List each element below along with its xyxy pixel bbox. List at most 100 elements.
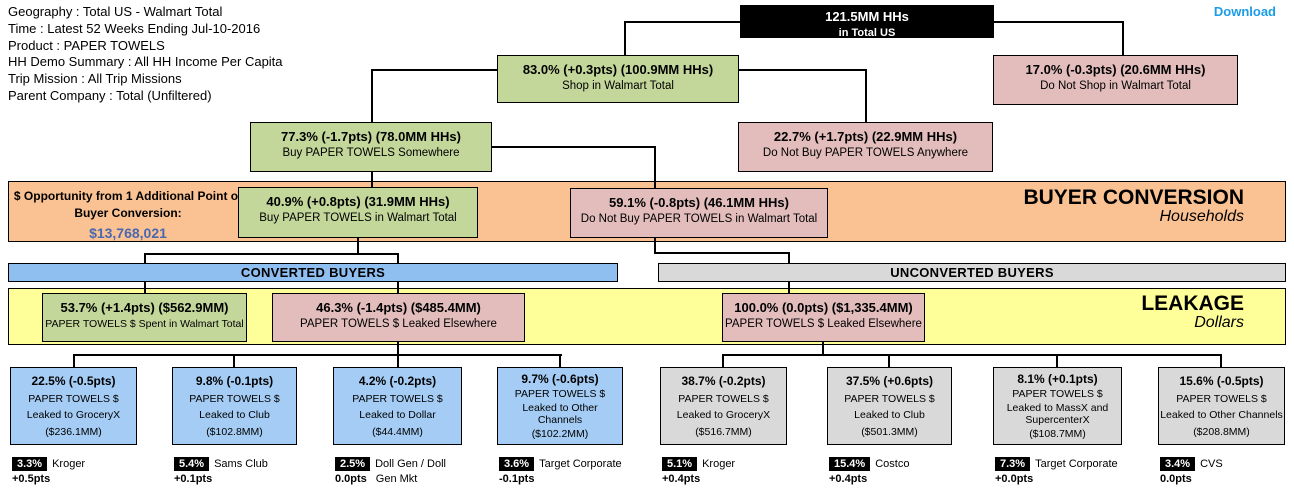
connector-line	[492, 146, 656, 148]
footnote-cvs: 3.4%CVS 0.0pts	[1160, 457, 1294, 485]
node-value: 77.3% (-1.7pts) (78.0MM HHs)	[281, 129, 461, 144]
retailer-share-badge: 15.4%	[829, 457, 871, 471]
retailer-name: Target Corporate	[1035, 458, 1118, 470]
leakage-subtitle: Dollars	[1194, 314, 1244, 331]
node-label: Do Not Buy PAPER TOWELS in Walmart Total	[580, 213, 818, 225]
node-value: 121.5MM HHs	[825, 9, 909, 24]
connector-line	[73, 354, 75, 367]
connector-line	[559, 354, 561, 367]
leak-share: 4.2% (-0.2pts)	[358, 374, 437, 389]
leakage-title: LEAKAGE	[1141, 292, 1244, 315]
leak-share: 9.8% (-0.1pts)	[195, 374, 274, 389]
retailer-share-badge: 7.3%	[995, 457, 1031, 471]
leak-share: 37.5% (+0.6pts)	[845, 374, 934, 389]
connector-line	[397, 253, 399, 263]
node-label: PAPER TOWELS $ Spent in Walmart Total	[45, 318, 244, 330]
node-leaked-converted: 46.3% (-1.4pts) ($485.4MM) PAPER TOWELS …	[272, 293, 525, 342]
filter-product: Product : PAPER TOWELS	[8, 37, 165, 53]
leak-destination: Leaked to Other Channels	[522, 402, 598, 426]
connector-line	[1122, 21, 1124, 55]
leak-product: PAPER TOWELS $	[1012, 388, 1103, 400]
leak-product: PAPER TOWELS $	[844, 392, 935, 405]
leak-share: 8.1% (+0.1pts)	[1017, 372, 1098, 386]
node-label: Do Not Buy PAPER TOWELS Anywhere	[762, 147, 969, 159]
leak-product: PAPER TOWELS $	[678, 392, 769, 405]
leak-box-unconverted-club: 37.5% (+0.6pts) PAPER TOWELS $ Leaked to…	[827, 367, 952, 445]
node-not-shop-walmart: 17.0% (-0.3pts) (20.6MM HHs) Do Not Shop…	[993, 55, 1238, 105]
leak-share: 38.7% (-0.2pts)	[681, 374, 766, 389]
leak-destination: Leaked to GroceryX	[26, 409, 121, 422]
leak-box-unconverted-other: 15.6% (-0.5pts) PAPER TOWELS $ Leaked to…	[1158, 367, 1285, 445]
node-value: 40.9% (+0.8pts) (31.9MM HHs)	[266, 194, 450, 209]
node-total-us: 121.5MM HHs in Total US	[740, 5, 994, 39]
retailer-name: Costco	[875, 458, 910, 470]
section-title-buyer-conversion: BUYER CONVERSION Households	[1023, 187, 1244, 225]
buyer-conversion-subtitle: Households	[1159, 208, 1245, 225]
footnote-target-unconverted: 7.3%Target Corporate +0.0pts	[995, 457, 1145, 485]
connector-line	[722, 354, 1222, 356]
connector-line	[654, 238, 656, 254]
leak-amount: ($516.7MM)	[695, 425, 752, 438]
retailer-share-badge: 3.3%	[12, 457, 48, 471]
node-buy-walmart: 40.9% (+0.8pts) (31.9MM HHs) Buy PAPER T…	[238, 187, 478, 238]
connector-line	[371, 69, 497, 71]
leak-box-converted-dollar: 4.2% (-0.2pts) PAPER TOWELS $ Leaked to …	[333, 367, 462, 445]
retailer-name: Kroger	[52, 458, 86, 470]
node-label: Do Not Shop in Walmart Total	[1040, 80, 1191, 92]
node-value: 83.0% (+0.3pts) (100.9MM HHs)	[522, 62, 714, 77]
node-not-buy-walmart: 59.1% (-0.8pts) (46.1MM HHs) Do Not Buy …	[570, 188, 828, 238]
filter-time: Time : Latest 52 Weeks Ending Jul-10-201…	[8, 20, 261, 36]
leak-amount: ($102.8MM)	[206, 425, 263, 438]
connector-line	[624, 21, 741, 23]
section-title-leakage: LEAKAGE Dollars	[1141, 293, 1244, 331]
node-not-buy-anywhere: 22.7% (+1.7pts) (22.9MM HHs) Do Not Buy …	[738, 122, 993, 172]
retailer-pts-change: +0.4pts	[662, 473, 701, 485]
retailer-share-badge: 5.1%	[662, 457, 698, 471]
connector-line	[1220, 354, 1222, 367]
unconverted-buyers-band: UNCONVERTED BUYERS	[658, 263, 1286, 282]
leak-box-converted-other: 9.7% (-0.6pts) PAPER TOWELS $ Leaked to …	[497, 367, 623, 445]
node-buy-somewhere: 77.3% (-1.7pts) (78.0MM HHs) Buy PAPER T…	[250, 122, 492, 172]
download-link[interactable]: Download	[1213, 4, 1276, 19]
connector-line	[357, 238, 359, 255]
retailer-share-badge: 3.6%	[499, 457, 535, 471]
connector-line	[73, 354, 562, 356]
retailer-name: Kroger	[702, 458, 736, 470]
retailer-pts-change: +0.1pts	[174, 473, 213, 485]
connector-line	[865, 69, 867, 122]
leak-amount: ($102.2MM)	[531, 428, 589, 440]
node-label: PAPER TOWELS $ Leaked Elsewhere	[300, 318, 497, 330]
connector-line	[788, 282, 790, 293]
connector-line	[144, 282, 146, 293]
leak-destination: Leaked to MassX and SupercenterX	[1006, 402, 1109, 426]
node-leaked-unconverted: 100.0% (0.0pts) ($1,335.4MM) PAPER TOWEL…	[722, 293, 925, 342]
opportunity-note: $ Opportunity from 1 Additional Point of…	[8, 188, 248, 241]
connector-line	[233, 354, 235, 367]
retailer-pts-change: +0.4pts	[829, 473, 868, 485]
leak-share: 22.5% (-0.5pts)	[31, 374, 116, 389]
leak-amount: ($236.1MM)	[45, 425, 102, 438]
filter-hh-demo: HH Demo Summary : All HH Income Per Capi…	[8, 54, 283, 70]
connector-line	[739, 69, 867, 71]
node-value: 53.7% (+1.4pts) ($562.9MM)	[60, 300, 229, 315]
opportunity-line1: $ Opportunity from 1 Additional Point of	[13, 189, 243, 203]
filter-trip-mission: Trip Mission : All Trip Missions	[8, 71, 182, 87]
connector-line	[371, 172, 373, 187]
leak-product: PAPER TOWELS $	[514, 388, 606, 400]
leak-box-converted-club: 9.8% (-0.1pts) PAPER TOWELS $ Leaked to …	[172, 367, 297, 445]
leak-box-unconverted-groceryx: 38.7% (-0.2pts) PAPER TOWELS $ Leaked to…	[660, 367, 787, 445]
connector-line	[397, 282, 399, 293]
retailer-name: Target Corporate	[539, 458, 622, 470]
connector-line	[888, 354, 890, 367]
leak-box-unconverted-massx: 8.1% (+0.1pts) PAPER TOWELS $ Leaked to …	[993, 367, 1122, 445]
footnote-target-converted: 3.6%Target Corporate -0.1pts	[499, 457, 649, 485]
retailer-name: CVS	[1200, 458, 1223, 470]
connector-line	[654, 146, 656, 188]
footnote-kroger-converted: 3.3%Kroger +0.5pts	[12, 457, 162, 485]
retailer-name: Doll Gen / Doll	[375, 458, 446, 470]
node-value: 46.3% (-1.4pts) ($485.4MM)	[316, 300, 481, 315]
node-value: 22.7% (+1.7pts) (22.9MM HHs)	[773, 129, 958, 144]
leak-amount: ($108.7MM)	[1029, 428, 1086, 440]
node-label: in Total US	[838, 27, 896, 39]
